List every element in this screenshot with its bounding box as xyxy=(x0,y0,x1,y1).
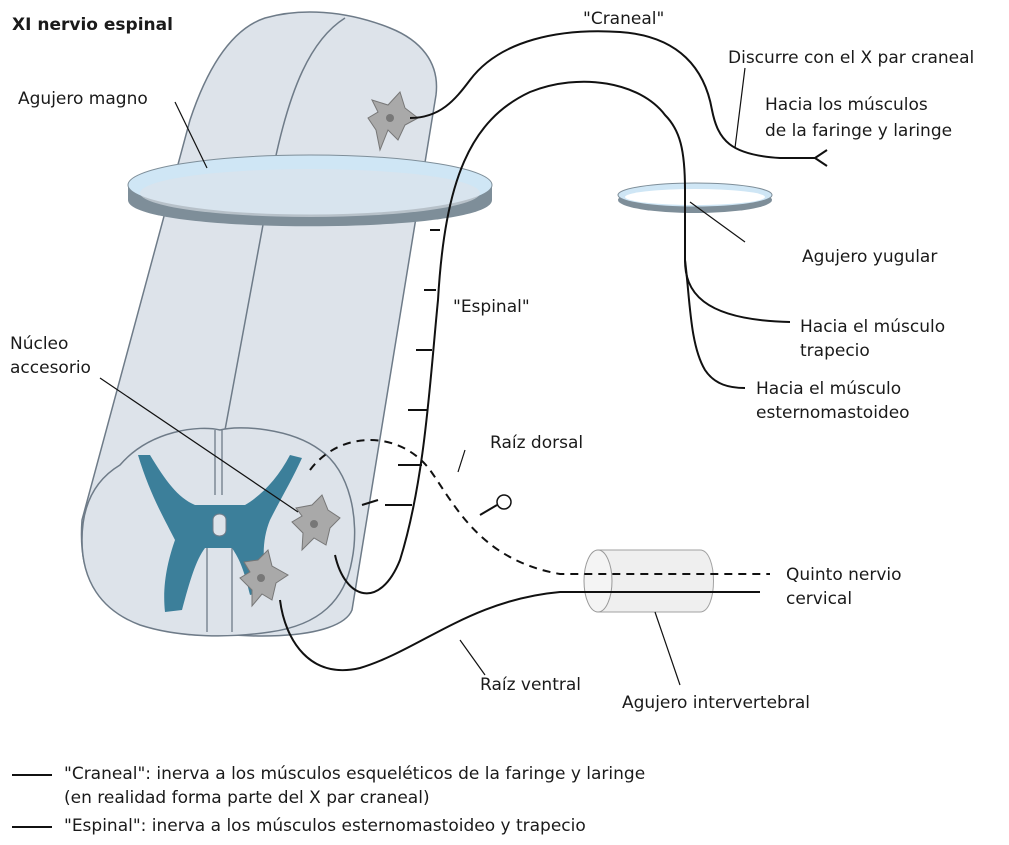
label-faringe-line2: de la faringe y laringe xyxy=(765,121,952,141)
foramen-magnum-ring xyxy=(128,155,492,226)
spinal-accessory-nerve-diagram: XI nervio espinal Agujero magno "Craneal… xyxy=(0,0,1009,730)
label-raiz-dorsal: Raíz dorsal xyxy=(490,433,583,453)
legend-espinal-text-line1: "Espinal": inerva a los músculos esterno… xyxy=(64,814,586,838)
legend-line-craneal xyxy=(12,774,52,776)
label-raiz-ventral: Raíz ventral xyxy=(480,675,581,695)
esternomastoid-branch xyxy=(685,260,745,388)
label-craneal: "Craneal" xyxy=(583,9,664,29)
dorsal-root-ganglion xyxy=(497,495,511,509)
label-quinto-line1: Quinto nervio xyxy=(786,565,902,585)
label-agujero-intervertebral: Agujero intervertebral xyxy=(622,693,810,713)
label-quinto-line2: cervical xyxy=(786,589,852,609)
legend-item-espinal: "Espinal": inerva a los músculos esterno… xyxy=(12,814,1002,838)
label-espinal: "Espinal" xyxy=(453,297,530,317)
label-trapecio-line2: trapecio xyxy=(800,341,870,361)
label-trapecio-line1: Hacia el músculo xyxy=(800,317,945,337)
label-agujero-yugular: Agujero yugular xyxy=(802,247,937,267)
legend-line-espinal xyxy=(12,826,52,828)
jugular-foramen-ring xyxy=(618,183,772,213)
dorsal-root-ganglion-stalk xyxy=(480,505,497,515)
cranial-end-fork xyxy=(815,150,827,166)
label-discurre: Discurre con el X par craneal xyxy=(728,48,974,68)
intervertebral-foramen-cylinder xyxy=(584,550,714,612)
label-esterno-line1: Hacia el músculo xyxy=(756,379,901,399)
label-nucleo-line2: accesorio xyxy=(10,358,91,378)
label-nucleo-line1: Núcleo xyxy=(10,334,68,354)
legend-item-craneal: "Craneal": inerva a los músculos esquelé… xyxy=(12,762,1002,810)
legend: "Craneal": inerva a los músculos esquelé… xyxy=(12,762,1002,838)
legend-craneal-text-line1: "Craneal": inerva a los músculos esquelé… xyxy=(64,762,645,786)
legend-craneal-text-line2: (en realidad forma parte del X par crane… xyxy=(64,786,645,810)
label-faringe-line1: Hacia los músculos xyxy=(765,95,928,115)
label-esterno-line2: esternomastoideo xyxy=(756,403,910,423)
label-agujero-magno: Agujero magno xyxy=(18,89,148,109)
diagram-title: XI nervio espinal xyxy=(12,15,173,35)
central-canal xyxy=(213,514,226,536)
